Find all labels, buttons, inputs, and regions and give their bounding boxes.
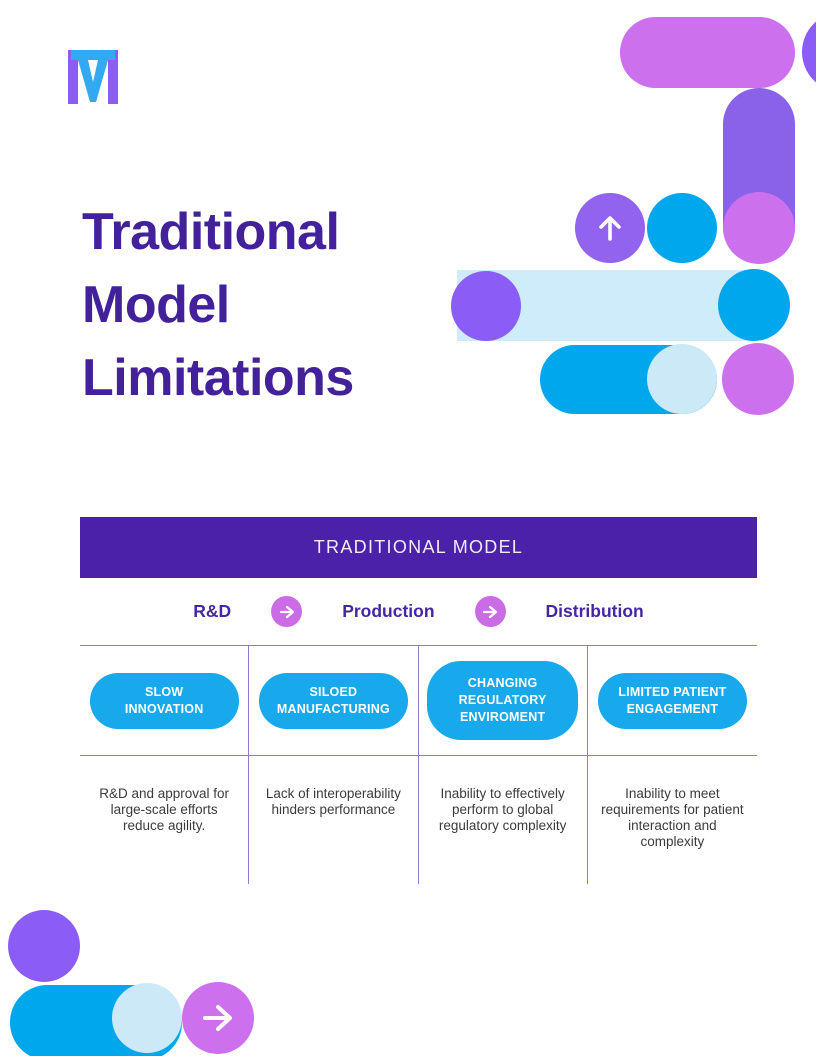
up-arrow-circle — [575, 193, 645, 263]
table-cell: R&D and approval for large-scale efforts… — [80, 756, 250, 884]
flow-step-rd: R&D — [193, 601, 232, 621]
flow-step-production: Production — [342, 601, 435, 621]
badge-limited-patient: LIMITED PATIENT ENGAGEMENT — [597, 672, 747, 729]
orchid-pill-shape — [620, 17, 795, 88]
right-arrow-icon — [279, 605, 294, 618]
table-cell: SLOW INNOVATION — [80, 645, 250, 756]
right-arrow-circle — [182, 982, 254, 1054]
purple-circle-shape — [451, 271, 521, 341]
badge-changing-regulatory: CHANGING REGULATORY ENVIROMENT — [427, 661, 579, 740]
description-text: Lack of interoperability hinders perform… — [265, 786, 401, 817]
page-title: Traditional Model Limitations — [82, 203, 354, 407]
right-arrow-icon — [482, 605, 498, 618]
flow-step-distribution: Distribution — [545, 601, 644, 621]
badge-siloed-manufacturing: SILOED MANUFACTURING — [258, 672, 408, 729]
flow-arrow-circle — [271, 596, 303, 627]
description-text: Inability to effectively perform to glob… — [438, 786, 567, 833]
table-header: TRADITIONAL MODEL — [80, 517, 757, 578]
table-cell: CHANGING REGULATORY ENVIROMENT — [418, 645, 588, 756]
flow-arrow-circle — [474, 596, 506, 627]
pale-blue-circle-shape — [112, 983, 182, 1053]
badge-slow-innovation: SLOW INNOVATION — [89, 672, 239, 729]
table-cell: Inability to meet requirements for patie… — [588, 756, 757, 884]
up-arrow-icon — [599, 216, 621, 241]
table-cell: Inability to effectively perform to glob… — [419, 756, 588, 884]
right-arrow-icon — [203, 1005, 232, 1031]
process-flow: R&D Production Distribution — [80, 578, 757, 645]
description-text: Inability to meet requirements for patie… — [601, 786, 744, 849]
purple-circle-shape — [802, 12, 816, 92]
tm-logo-icon — [68, 50, 118, 104]
blue-circle-shape — [718, 269, 790, 341]
orchid-circle-shape — [723, 192, 795, 264]
table-cell: SILOED MANUFACTURING — [249, 645, 419, 756]
table-cell: LIMITED PATIENT ENGAGEMENT — [587, 645, 757, 756]
orchid-circle-shape — [722, 343, 794, 415]
blue-circle-shape — [647, 193, 717, 263]
table-cell: Lack of interoperability hinders perform… — [249, 756, 419, 884]
purple-circle-shape — [8, 910, 80, 982]
limitations-table: SLOW INNOVATION SILOED MANUFACTURING CHA… — [80, 645, 757, 884]
description-text: R&D and approval for large-scale efforts… — [99, 786, 230, 833]
pale-blue-circle-shape — [647, 344, 717, 414]
